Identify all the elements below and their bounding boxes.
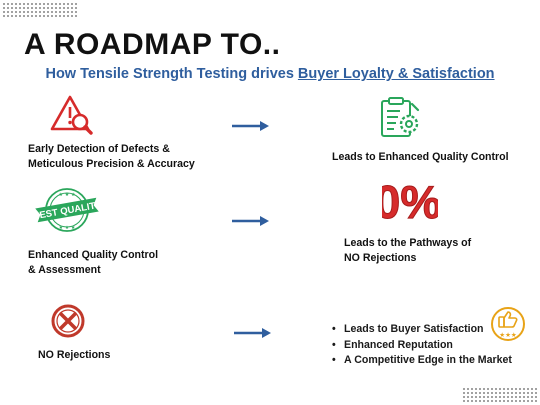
zero-percent-icon: 0% [382, 176, 438, 227]
svg-text:★ ★ ★: ★ ★ ★ [59, 192, 76, 198]
magnifier-warning-icon [50, 95, 93, 135]
decorative-dots-bottom-right [462, 387, 538, 403]
row2-left-line: & Assessment [28, 264, 101, 276]
row2-left-line: Enhanced Quality Control [28, 249, 159, 261]
svg-text:★★★: ★★★ [499, 331, 517, 339]
x-circle-icon [51, 304, 85, 338]
row1-left-line: Meticulous Precision & Accuracy [28, 158, 195, 170]
clipboard-gear-icon [381, 97, 420, 137]
zero-percent-text: 0% [382, 176, 438, 226]
thumbs-up-stars-icon: ★★★ [491, 307, 525, 341]
subtitle-prefix: How Tensile Strength Testing drives [45, 66, 298, 82]
list-item: Leads to Buyer Satisfaction [332, 322, 512, 338]
best-quality-badge-icon: ★ ★ ★ ★ ★ ★ BEST QUALITY [34, 188, 100, 232]
arrow-right-icon [234, 328, 271, 338]
arrow-right-icon [232, 121, 269, 131]
row2-right-line: NO Rejections [344, 252, 417, 264]
row1-right-line: Leads to Enhanced Quality Control [332, 151, 509, 163]
decorative-dots-top-left [2, 2, 78, 18]
benefits-list: Leads to Buyer Satisfaction Enhanced Rep… [332, 322, 512, 369]
page-subtitle: How Tensile Strength Testing drives Buye… [0, 66, 540, 82]
row1-left-text: Early Detection of Defects & Meticulous … [28, 142, 195, 172]
page-title: A ROADMAP TO.. [24, 28, 281, 61]
row2-right-line: Leads to the Pathways of [344, 237, 472, 249]
row3-left-text: NO Rejections [38, 348, 110, 363]
row2-left-text: Enhanced Quality Control & Assessment [28, 248, 158, 278]
list-item: A Competitive Edge in the Market [332, 353, 512, 369]
arrow-right-icon [232, 216, 269, 226]
list-item: Enhanced Reputation [332, 338, 512, 354]
row3-left-line: NO Rejections [38, 349, 111, 361]
subtitle-underlined: Buyer Loyalty & Satisfaction [297, 66, 495, 82]
row2-right-text: Leads to the Pathways of NO Rejections [344, 236, 471, 266]
row1-right-text: Leads to Enhanced Quality Control [332, 150, 509, 165]
row1-left-line: Early Detection of Defects & [28, 143, 170, 155]
svg-text:★ ★ ★: ★ ★ ★ [59, 225, 76, 231]
